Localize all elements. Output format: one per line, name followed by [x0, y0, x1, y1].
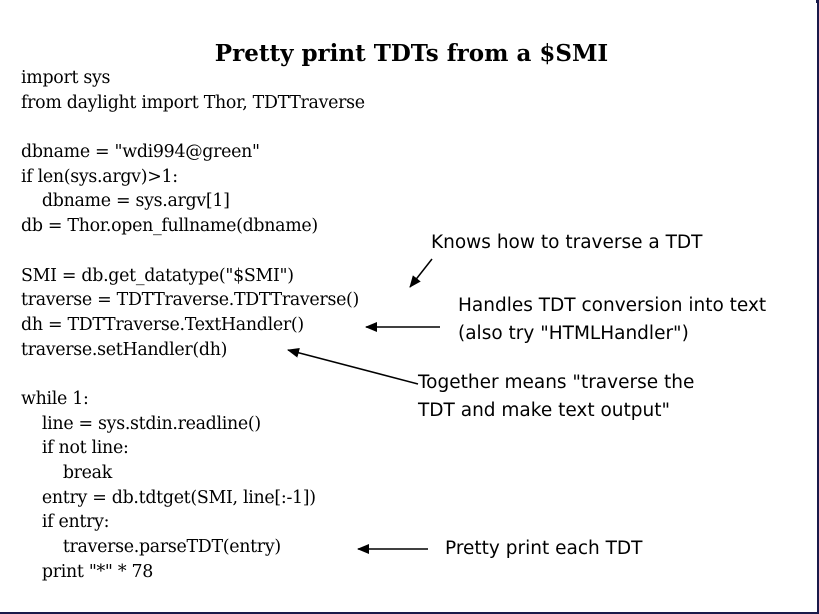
- code-line: if entry:: [21, 512, 110, 533]
- code-line: from daylight import Thor, TDTTraverse: [21, 92, 365, 113]
- annotation-pretty-print-each: Pretty print each TDT: [445, 538, 643, 559]
- slide-title: Pretty print TDTs from a $SMI: [214, 40, 609, 67]
- code-line: traverse.setHandler(dh): [21, 339, 228, 360]
- code-line: traverse = TDTTraverse.TDTTraverse(): [21, 290, 360, 311]
- code-line: break: [21, 463, 112, 483]
- arrow-to-setHandler: [287, 347, 419, 385]
- code-line: line = sys.stdin.readline(): [21, 413, 261, 434]
- code-line: while 1:: [21, 388, 89, 409]
- code-line: SMI = db.get_datatype("$SMI"): [21, 265, 294, 286]
- arrow-to-traverse: [409, 258, 433, 288]
- annotation-together: Together means "traverse the: [418, 372, 695, 393]
- code-line: entry = db.tdtget(SMI, line[:-1]): [21, 487, 316, 508]
- corner-mark: [816, 0, 819, 3]
- code-block: import sys from daylight import Thor, TD…: [21, 66, 365, 584]
- annotation-knows-traverse: Knows how to traverse a TDT: [431, 232, 703, 253]
- code-line: traverse.parseTDT(entry): [21, 537, 281, 558]
- code-line: print "*" * 78: [21, 561, 154, 582]
- code-line: dbname = sys.argv[1]: [21, 191, 230, 212]
- annotation-together-cont: TDT and make text output": [418, 400, 671, 421]
- code-line: dbname = "wdi994@green": [21, 142, 260, 163]
- code-line: import sys: [21, 68, 111, 88]
- code-line: dh = TDTTraverse.TextHandler(): [21, 314, 304, 335]
- code-line: db = Thor.open_fullname(dbname): [21, 216, 318, 237]
- code-line: if not line:: [21, 438, 129, 459]
- annotation-handles-conversion: Handles TDT conversion into text: [458, 295, 767, 316]
- code-line: if len(sys.argv)>1:: [21, 166, 178, 187]
- annotation-handles-conversion-note: (also try "HTMLHandler"): [458, 323, 689, 344]
